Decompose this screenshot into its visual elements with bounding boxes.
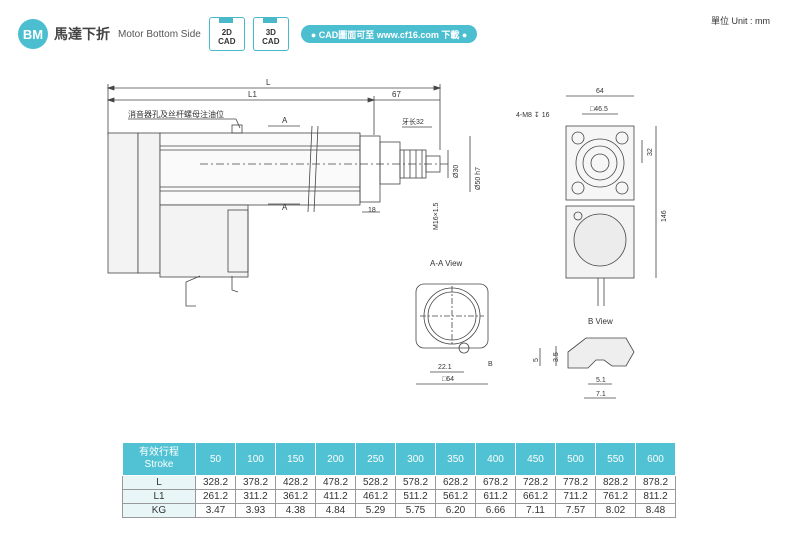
table-cell: 5.75 — [395, 503, 436, 518]
table-row: L1 261.2 311.2 361.2 411.2 461.2 511.2 5… — [122, 489, 676, 504]
table-cell: 3.47 — [195, 503, 236, 518]
sq-46-5-label: □46.5 — [590, 106, 608, 113]
row-label: L — [122, 475, 196, 490]
table-cell: 7.11 — [515, 503, 556, 518]
dim-32-label: 32 — [647, 148, 654, 156]
dim-L1-label: L1 — [248, 90, 257, 99]
actuator-side-view: A A — [107, 116, 450, 307]
table-cell: 5.29 — [355, 503, 396, 518]
stroke-col: 450 — [515, 442, 556, 476]
stroke-col: 150 — [275, 442, 316, 476]
table-row: KG 3.47 3.93 4.38 4.84 5.29 5.75 6.20 6.… — [122, 503, 676, 518]
table-cell: 578.2 — [395, 475, 436, 490]
table-cell: 328.2 — [195, 475, 236, 490]
stroke-col: 500 — [555, 442, 596, 476]
lube-note: 消音器孔及丝杆螺母注油位 — [128, 109, 224, 119]
table-cell: 411.2 — [315, 489, 356, 504]
tooth-length-label: 牙长32 — [402, 117, 424, 126]
table-cell: 478.2 — [315, 475, 356, 490]
stroke-col: 100 — [235, 442, 276, 476]
table-cell: 678.2 — [475, 475, 516, 490]
dim-22-1-label: 22.1 — [438, 364, 452, 371]
dim-67-label: 67 — [392, 90, 401, 99]
stroke-spec-table: 有效行程 Stroke 50 100 150 200 250 300 350 4… — [122, 442, 676, 518]
dim-5-1-label: 5.1 — [596, 377, 606, 384]
bm-badge: BM — [18, 19, 48, 49]
stroke-col: 350 — [435, 442, 476, 476]
table-cell: 661.2 — [515, 489, 556, 504]
dim-5-label: 5 — [533, 358, 540, 362]
stroke-col: 400 — [475, 442, 516, 476]
table-cell: 4.38 — [275, 503, 316, 518]
m8-label: 4-M8 ↧ 16 — [516, 111, 550, 119]
table-cell: 428.2 — [275, 475, 316, 490]
table-cell: 6.20 — [435, 503, 476, 518]
table-cell: 311.2 — [235, 489, 276, 504]
table-cell: 561.2 — [435, 489, 476, 504]
table-cell: 361.2 — [275, 489, 316, 504]
table-cell: 6.66 — [475, 503, 516, 518]
table-cell: 628.2 — [435, 475, 476, 490]
table-cell: 811.2 — [635, 489, 676, 504]
stroke-header: 有效行程 Stroke — [122, 442, 196, 476]
table-header-row: 有效行程 Stroke 50 100 150 200 250 300 350 4… — [122, 442, 676, 476]
dim-L-label: L — [266, 78, 271, 87]
sq-64-label: □64 — [442, 376, 454, 383]
dim-7-1-label: 7.1 — [596, 391, 606, 398]
stroke-col: 600 — [635, 442, 676, 476]
cad-download-link[interactable]: ● CAD圖面可至 www.cf16.com 下載 ● — [300, 25, 478, 43]
table-cell: 761.2 — [595, 489, 636, 504]
aa-view-title: A-A View — [430, 259, 463, 268]
aa-section-view: 22.1 □64 B — [415, 283, 493, 385]
table-cell: 7.57 — [555, 503, 596, 518]
table-cell: 461.2 — [355, 489, 396, 504]
table-cell: 511.2 — [395, 489, 436, 504]
end-view: 64 □46.5 4-M8 ↧ 16 32 146 — [516, 88, 668, 306]
dimension-L: L — [106, 78, 442, 150]
stroke-col: 300 — [395, 442, 436, 476]
title-english: Motor Bottom Side — [118, 28, 201, 40]
table-cell: 611.2 — [475, 489, 516, 504]
table-cell: 4.84 — [315, 503, 356, 518]
technical-drawing: L L1 67 消音器孔及丝杆螺母注油位 — [106, 78, 668, 399]
table-cell: 728.2 — [515, 475, 556, 490]
dim-3-5-label: 3.5 — [553, 352, 560, 362]
dim-146-label: 146 — [661, 210, 668, 222]
dia-50-label: Ø50 h7 — [475, 167, 482, 190]
dia-30-label: Ø30 — [453, 165, 460, 178]
table-cell: 528.2 — [355, 475, 396, 490]
label-B: B — [488, 361, 493, 368]
dim-18-label: 18 — [368, 207, 376, 214]
row-label: KG — [122, 503, 196, 518]
table-cell: 778.2 — [555, 475, 596, 490]
end-64-label: 64 — [596, 88, 604, 95]
table-cell: 828.2 — [595, 475, 636, 490]
stroke-col: 50 — [195, 442, 236, 476]
section-A-top: A — [282, 116, 288, 125]
table-cell: 878.2 — [635, 475, 676, 490]
table-cell: 711.2 — [555, 489, 596, 504]
thread-label: M16×1.5 — [433, 202, 440, 230]
table-cell: 3.93 — [235, 503, 276, 518]
unit-label: 單位 Unit : mm — [710, 16, 770, 26]
table-cell: 8.02 — [595, 503, 636, 518]
table-row: L 328.2 378.2 428.2 478.2 528.2 578.2 62… — [122, 475, 676, 490]
stroke-col: 250 — [355, 442, 396, 476]
table-cell: 261.2 — [195, 489, 236, 504]
dimension-L1: L1 67 — [106, 90, 440, 135]
b-view-detail: 5 3.5 5.1 7.1 — [533, 337, 635, 399]
table-cell: 8.48 — [635, 503, 676, 518]
row-label: L1 — [122, 489, 196, 504]
title-chinese: 馬達下折 — [54, 26, 110, 42]
stroke-col: 200 — [315, 442, 356, 476]
section-A-bottom: A — [282, 203, 288, 212]
b-view-title: B View — [588, 317, 613, 326]
table-cell: 378.2 — [235, 475, 276, 490]
stroke-col: 550 — [595, 442, 636, 476]
